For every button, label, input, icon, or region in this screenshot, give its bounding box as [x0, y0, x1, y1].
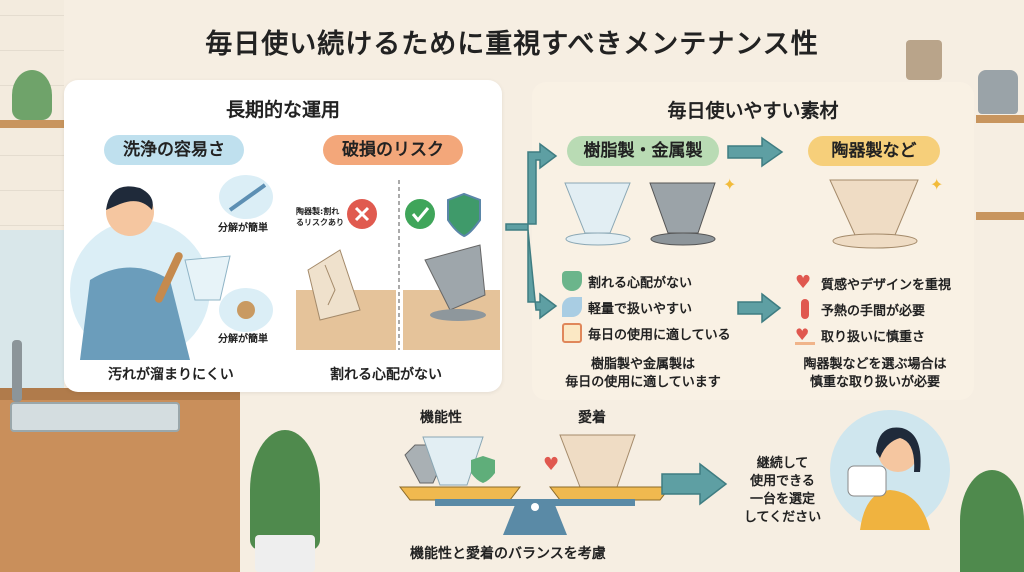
- scale-base: [503, 505, 567, 535]
- blue-tiles: [0, 230, 64, 400]
- left-illustrations: [70, 175, 500, 360]
- faucet: [12, 340, 22, 402]
- benefit-item: 軽量で扱いやすい: [562, 294, 731, 320]
- summary-line: 毎日の使用に適しています: [565, 375, 721, 390]
- damage-caption: 割れる心配がない: [330, 367, 442, 383]
- arrow-to-ceramic-items: [737, 292, 782, 324]
- conclusion-text: 継続して 使用できる 一台を選定 してください: [735, 455, 830, 527]
- scale-beam: [435, 499, 635, 506]
- potted-plant-left: [12, 70, 52, 120]
- benefit-text: 割れる心配がない: [588, 275, 693, 291]
- heart-icon: ♥: [543, 454, 559, 475]
- arrow-to-ceramic: [727, 136, 784, 168]
- trait-item: ♥ 質感やデザインを重視: [795, 270, 951, 296]
- summary-line: 陶器製などを選ぶ場合は: [803, 357, 947, 372]
- conclusion-line: 継続して: [756, 456, 809, 471]
- right-scale-pan: [548, 486, 672, 501]
- flow-arrows: [505, 136, 784, 324]
- coffee-cup-icon: [847, 465, 887, 497]
- conclusion-line: 一台を選定: [749, 492, 815, 507]
- resin-metal-pill: 樹脂製・金属製: [567, 136, 719, 166]
- summary-line: 樹脂製や金属製は: [590, 357, 695, 372]
- conclusion-line: してください: [743, 510, 822, 525]
- sparkle-icon: ✦: [930, 175, 943, 194]
- broken-ceramic-dripper: [307, 249, 361, 321]
- page-title: 毎日使い続けるために重視すべきメンテナンス性: [205, 29, 819, 60]
- kettle-icon: [978, 70, 1018, 114]
- cleaning-pill: 洗浄の容易さ: [104, 135, 244, 165]
- plant-bottom-left: [250, 430, 320, 550]
- coffee-grinder-icon: [906, 40, 942, 80]
- cleaning-badge-2: 分解が簡単: [218, 334, 268, 345]
- resin-dripper-on-scale: [422, 436, 484, 486]
- shield-icon: [447, 192, 481, 238]
- resin-dripper: [564, 182, 631, 246]
- toothbrush-badge: [219, 175, 273, 219]
- resin-metal-benefits: 割れる心配がない 軽量で扱いやすい 毎日の使用に適している: [562, 268, 731, 346]
- benefit-text: 軽量で扱いやすい: [588, 301, 693, 317]
- sparkle-icon: ✦: [723, 175, 736, 194]
- ceramic-traits: ♥ 質感やデザインを重視 予熱の手間が必要 ♥ 取り扱いに慎重さ: [795, 270, 951, 348]
- attachment-label: 愛着: [578, 410, 606, 426]
- stain-badge: [219, 288, 273, 332]
- conclusion-line: 使用できる: [750, 474, 815, 489]
- plant-bottom-right: [960, 470, 1024, 572]
- metal-dripper: [424, 244, 486, 321]
- dripper-illustrations: ✦ ✦: [564, 175, 943, 249]
- trait-text: 質感やデザインを重視: [821, 277, 952, 293]
- functionality-label: 機能性: [420, 410, 462, 426]
- left-scale-pan: [398, 486, 522, 501]
- cleaning-badge-1: 分解が簡単: [218, 223, 268, 234]
- heart-icon: ♥: [795, 272, 812, 293]
- right-shelf-2: [976, 212, 1024, 220]
- check-mark-icon: [405, 199, 435, 229]
- hands-heart-icon: ♥: [795, 325, 815, 345]
- happy-person-with-cup-illustration: [830, 410, 950, 530]
- arrow-to-conclusion: [661, 462, 728, 506]
- summary-line: 慎重な取り扱いが必要: [809, 375, 940, 390]
- ceramic-dripper: [829, 179, 919, 249]
- plant-pot: [255, 535, 315, 572]
- balance-scale-illustration: ♥: [398, 434, 672, 535]
- balance-caption: 機能性と愛着のバランスを考慮: [410, 546, 606, 562]
- thermometer-icon: [801, 299, 809, 319]
- materials-heading: 毎日使いやすい素材: [667, 100, 839, 122]
- arrow-down-to-items: [527, 229, 558, 320]
- trait-text: 予熱の手間が必要: [821, 303, 926, 319]
- trait-item: ♥ 取り扱いに慎重さ: [795, 322, 951, 348]
- calendar-smile-icon: [562, 323, 582, 343]
- long-term-heading: 長期的な運用: [225, 99, 340, 121]
- ceramic-dripper-on-scale: [559, 434, 636, 488]
- benefit-item: 割れる心配がない: [562, 268, 731, 294]
- person-washing-illustration: [70, 186, 231, 360]
- benefit-item: 毎日の使用に適している: [562, 320, 731, 346]
- right-shelf: [976, 115, 1024, 123]
- sink: [10, 402, 180, 432]
- ceramic-summary: 陶器製などを選ぶ場合は 慎重な取り扱いが必要: [785, 356, 965, 392]
- cleaning-caption: 汚れが溜まりにくい: [108, 367, 234, 383]
- ceramic-risk-note: 陶器製:割れるリスクあり: [296, 207, 344, 227]
- ceramic-pill: 陶器製など: [808, 136, 940, 166]
- shelf: [0, 120, 64, 128]
- resin-metal-summary: 樹脂製や金属製は 毎日の使用に適しています: [548, 356, 738, 392]
- arrow-up-to-resin: [505, 142, 558, 231]
- damage-pill: 破損のリスク: [323, 135, 463, 165]
- trait-item: 予熱の手間が必要: [795, 296, 951, 322]
- shield-check-icon: [562, 271, 582, 291]
- feather-wing-icon: [562, 297, 582, 317]
- metal-dripper-2: [649, 182, 716, 246]
- trait-text: 取り扱いに慎重さ: [821, 329, 926, 345]
- benefit-text: 毎日の使用に適している: [588, 327, 731, 343]
- shield-icon: [471, 456, 495, 483]
